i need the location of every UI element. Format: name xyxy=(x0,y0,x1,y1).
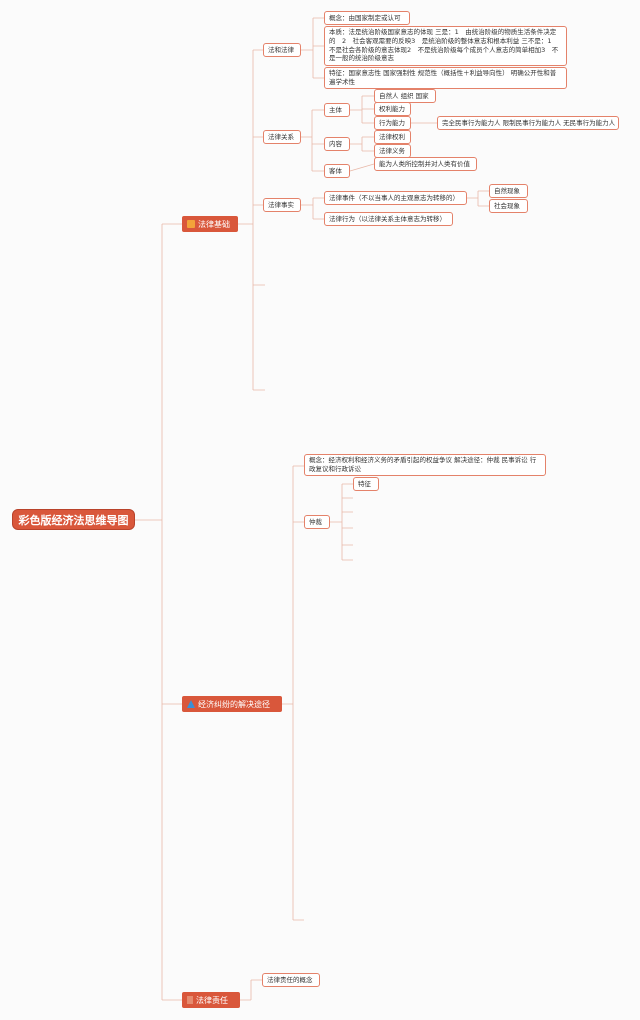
node-subject-types[interactable]: 自然人 组织 国家 xyxy=(374,89,436,103)
flag-icon xyxy=(187,996,193,1004)
node-act-capacity[interactable]: 行为能力 xyxy=(374,116,411,130)
node-liability-concept[interactable]: 法律责任的概念 xyxy=(262,973,320,987)
node-essence[interactable]: 本质：法是统治阶级国家意志的体现 三是：1 由统治阶级的物质生活条件决定的 2 … xyxy=(324,26,567,66)
node-object-detail[interactable]: 能为人类所控制并对人类有价值 xyxy=(374,157,477,171)
node-legal-fact[interactable]: 法律事实 xyxy=(263,198,301,212)
branch-dispute-resolution[interactable]: 经济纠纷的解决途径 xyxy=(182,696,282,712)
node-social-phenomenon[interactable]: 社会现象 xyxy=(489,199,528,213)
node-act-capacity-detail[interactable]: 完全民事行为能力人 限制民事行为能力人 无民事行为能力人 xyxy=(437,116,619,130)
book-icon xyxy=(187,220,195,228)
node-features[interactable]: 特征：国家意志性 国家强制性 规范性（概括性＋利益导向性） 明确公开性和普遍学术… xyxy=(324,67,567,89)
node-arbitration[interactable]: 仲裁 xyxy=(304,515,330,529)
triangle-icon xyxy=(187,700,195,708)
branch-label: 法律责任 xyxy=(196,995,228,1005)
node-natural-phenomenon[interactable]: 自然现象 xyxy=(489,184,528,198)
node-rights-capacity[interactable]: 权利能力 xyxy=(374,102,411,116)
node-legal-rights[interactable]: 法律权利 xyxy=(374,130,411,144)
node-content[interactable]: 内容 xyxy=(324,137,350,151)
node-legal-act[interactable]: 法律行为（以法律关系主体意志为转移） xyxy=(324,212,453,226)
node-subject[interactable]: 主体 xyxy=(324,103,350,117)
branch-legal-liability[interactable]: 法律责任 xyxy=(182,992,240,1008)
node-concept[interactable]: 概念：由国家制定或认可 xyxy=(324,11,410,25)
branch-label: 经济纠纷的解决途径 xyxy=(198,699,270,709)
branch-label: 法律基础 xyxy=(198,219,230,229)
node-arbitration-features[interactable]: 特征 xyxy=(353,477,379,491)
node-legal-relation[interactable]: 法律关系 xyxy=(263,130,301,144)
node-legal-duties[interactable]: 法律义务 xyxy=(374,144,411,158)
node-law-and-law[interactable]: 法和法律 xyxy=(263,43,301,57)
branch-legal-basics[interactable]: 法律基础 xyxy=(182,216,238,232)
node-object[interactable]: 客体 xyxy=(324,164,350,178)
node-legal-event[interactable]: 法律事件（不以当事人的主观意志为转移的） xyxy=(324,191,467,205)
root-node[interactable]: 彩色版经济法思维导图 xyxy=(12,509,135,530)
node-dispute-concept[interactable]: 概念：经济权利和经济义务的矛盾引起的权益争议 解决途径：仲裁 民事诉讼 行政复议… xyxy=(304,454,546,476)
